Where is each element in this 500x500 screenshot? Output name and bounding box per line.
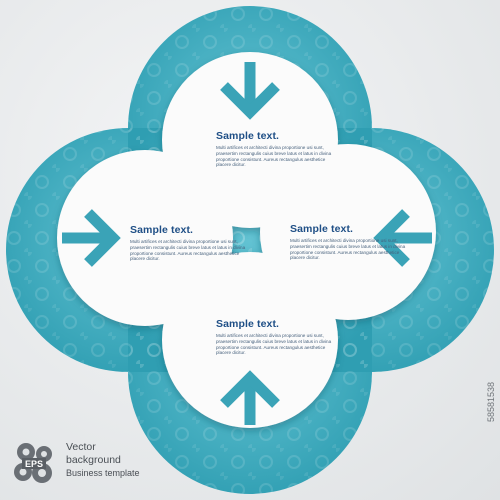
card-top-text: Sample text. Multi artifices et architec… <box>216 130 334 168</box>
card-bottom-title: Sample text. <box>216 318 280 330</box>
arrow-right-icon <box>62 209 121 267</box>
footer-text: Vector background Business template <box>66 441 216 480</box>
card-top-title: Sample text. <box>216 130 280 142</box>
card-right-title: Sample text. <box>290 223 354 235</box>
side-id-text: 58581538 <box>486 381 496 423</box>
footer-line-2: background <box>66 454 121 466</box>
card-left-text: Sample text. Multi artifices et architec… <box>130 224 248 262</box>
card-top-body: Multi artifices et architecti divina pro… <box>216 145 332 168</box>
footer-line-1: Vector <box>66 441 96 453</box>
card-bottom-text: Sample text. Multi artifices et architec… <box>216 318 334 356</box>
arrow-down-icon <box>220 62 280 120</box>
card-left-title: Sample text. <box>130 224 194 236</box>
card-top <box>162 52 338 228</box>
card-right-body: Multi artifices et architecti divina pro… <box>290 238 406 261</box>
card-left-body: Multi artifices et architecti divina pro… <box>130 239 246 262</box>
footer-line-3: Business template <box>66 468 140 478</box>
eps-badge-icon: EPS <box>14 443 52 483</box>
card-right-text: Sample text. Multi artifices et architec… <box>290 223 408 261</box>
arrow-left-icon <box>373 209 432 267</box>
arrow-up-icon <box>220 370 280 425</box>
card-bottom-body: Multi artifices et architecti divina pro… <box>216 333 332 356</box>
eps-badge-label: EPS <box>25 459 43 469</box>
